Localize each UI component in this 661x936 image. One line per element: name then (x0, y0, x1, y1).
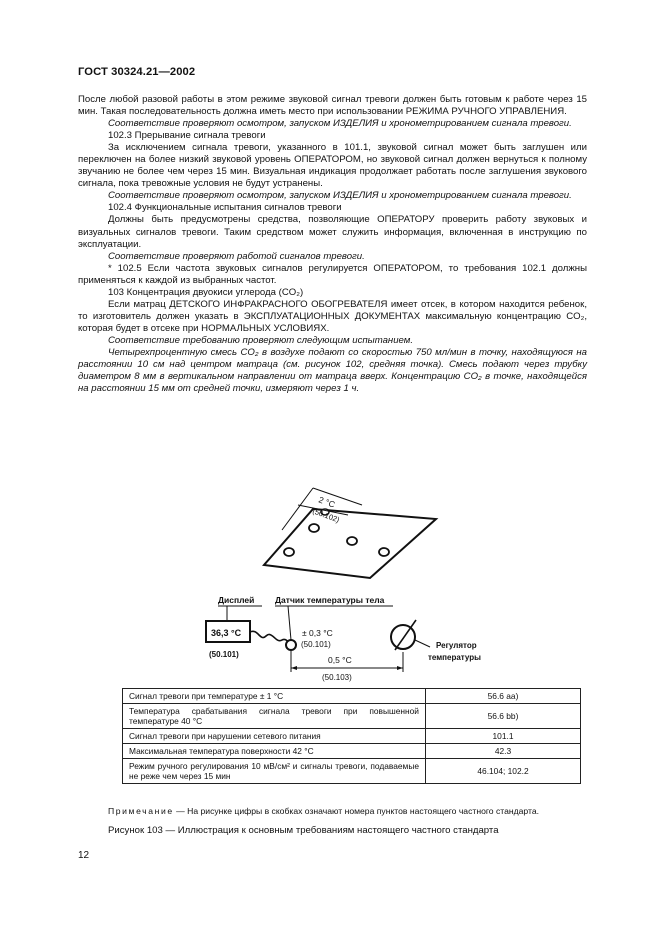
table-cell-ref: 42.3 (425, 743, 581, 759)
measure-point (308, 523, 320, 533)
paragraph: Соответствие требованию проверяют следую… (108, 334, 414, 346)
display-value: 36,3 °C (211, 628, 242, 638)
table-cell-ref: 56.6 bb) (425, 703, 581, 729)
table-cell-desc: Сигнал тревоги при температуре ± 1 °С (122, 688, 426, 704)
document-header: ГОСТ 30324.21—2002 (78, 66, 196, 78)
measure-point (378, 547, 390, 557)
paragraph: Соответствие проверяют осмотром, запуско… (108, 118, 572, 130)
dimension-line (281, 487, 314, 531)
paragraph: Четырехпроцентную смесь CO₂ в воздухе по… (78, 346, 587, 395)
figure-note: Примечание — На рисунке цифры в скобках … (108, 806, 539, 816)
table-row: Максимальная температура поверхности 42 … (122, 743, 581, 759)
dimension-arrow (297, 504, 349, 516)
table-row: Режим ручного регулирования 10 мВ/см² и … (122, 758, 581, 784)
display-ref: (50.101) (209, 650, 239, 659)
table-cell-desc: Сигнал тревоги при нарушении сетевого пи… (122, 728, 426, 744)
body-text: После любой разовой работы в этом режиме… (78, 94, 587, 395)
temperature-regulator-icon (390, 624, 416, 650)
table-cell-ref: 56.6 аа) (425, 688, 581, 704)
table-cell-desc: Режим ручного регулирования 10 мВ/см² и … (122, 758, 426, 784)
measure-point (346, 536, 358, 546)
paragraph: Если матрац ДЕТСКОГО ИНФРАКРАСНОГО ОБОГР… (78, 298, 587, 334)
paragraph: Должны быть предусмотрены средства, позв… (78, 214, 587, 250)
figure-caption: Рисунок 103 — Иллюстрация к основным тре… (108, 825, 499, 836)
table-cell-ref: 101.1 (425, 728, 581, 744)
table-cell-desc: Максимальная температура поверхности 42 … (122, 743, 426, 759)
requirements-table: Сигнал тревоги при температуре ± 1 °С 56… (122, 688, 581, 784)
measure-point (320, 508, 330, 516)
regulator-label: температуры (428, 653, 481, 662)
sensor-cable (249, 630, 291, 645)
paragraph: После любой разовой работы в этом режиме… (78, 94, 587, 118)
regulator-label: Регулятор (436, 641, 477, 650)
note-text: — На рисунке цифры в скобках означают но… (173, 806, 540, 816)
dim-top-ref: (50.102) (311, 506, 341, 524)
sensor-ref: (50.101) (301, 640, 331, 649)
section-heading: 102.4 Функциональные испытания сигналов … (108, 202, 342, 214)
sensor-icon (285, 639, 297, 651)
sensor-tolerance: ± 0,3 °C (302, 628, 333, 638)
paragraph: * 102.5 Если частота звуковых сигналов р… (78, 262, 587, 286)
table-row: Сигнал тревоги при нарушении сетевого пи… (122, 728, 581, 744)
page-number: 12 (78, 850, 90, 861)
table-row: Температура срабатывания сигнала тревоги… (122, 703, 581, 729)
dimension-line (312, 487, 363, 506)
bottom-dim-label: 0,5 °C (328, 655, 352, 665)
sensor-label: Датчик температуры тела (275, 595, 385, 605)
table-row: Сигнал тревоги при температуре ± 1 °С 56… (122, 688, 581, 704)
paragraph: Соответствие проверяют осмотром, запуско… (108, 190, 572, 202)
table-cell-ref: 46.104; 102.2 (425, 758, 581, 784)
paragraph: Соответствие проверяют работой сигналов … (108, 250, 365, 262)
mattress-outline (262, 507, 439, 580)
display-label: Дисплей (218, 595, 254, 605)
section-heading: 102.3 Прерывание сигнала тревоги (108, 130, 266, 142)
table-cell-desc: Температура срабатывания сигнала тревоги… (122, 703, 426, 729)
display-box (205, 620, 251, 643)
paragraph: За исключением сигнала тревоги, указанно… (78, 142, 587, 190)
section-heading: 103 Концентрация двуокиси углерода (CO₂) (108, 286, 304, 298)
dim-top-label: 2 °C (317, 494, 336, 509)
note-label: Примечание (108, 806, 174, 816)
bottom-dim-ref: (50.103) (322, 673, 352, 682)
measure-point (283, 547, 295, 557)
